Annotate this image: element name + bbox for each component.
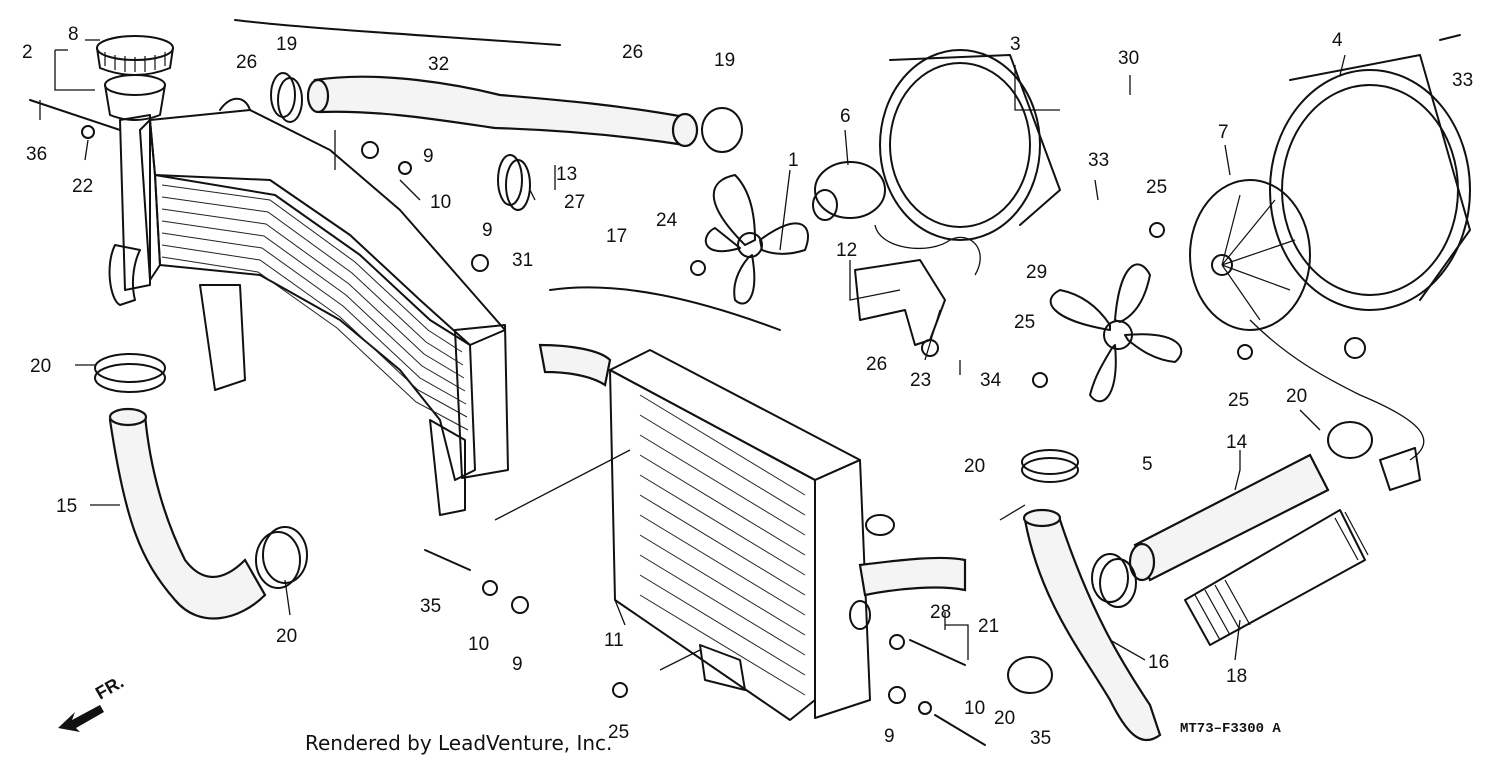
callout-12: 12	[836, 240, 857, 261]
callout-35: 35	[1030, 728, 1051, 749]
callout-7: 7	[1218, 122, 1229, 143]
callout-25: 25	[608, 722, 629, 743]
callout-16: 16	[1148, 652, 1169, 673]
callout-34: 34	[980, 370, 1002, 391]
callout-21: 21	[978, 616, 999, 637]
spring-coils	[1194, 511, 1369, 641]
direction-label: FR.	[92, 672, 127, 704]
fan-blade-1	[704, 174, 809, 305]
callout-35: 35	[420, 596, 441, 617]
callout-20: 20	[1286, 386, 1307, 407]
callout-33: 33	[1088, 150, 1109, 171]
callout-2: 2	[22, 42, 33, 63]
callout-10: 10	[964, 698, 985, 719]
callout-28: 28	[930, 602, 951, 623]
render-credit: Rendered by LeadVenture, Inc.	[305, 731, 612, 755]
callout-20: 20	[276, 626, 297, 647]
callout-31: 31	[512, 250, 533, 271]
callout-6: 6	[840, 106, 851, 127]
fan-bracket	[854, 259, 946, 346]
fan-shroud-4	[1269, 54, 1471, 311]
callout-20: 20	[964, 456, 985, 477]
right-radiator-fins	[639, 394, 806, 696]
callout-18: 18	[1226, 666, 1247, 687]
drawing-code: MT73–F3300 A	[1180, 721, 1281, 737]
callout-13: 13	[556, 164, 577, 185]
fan-wiring	[874, 224, 1425, 461]
callout-26: 26	[236, 52, 257, 73]
callout-23: 23	[910, 370, 931, 391]
callout-14: 14	[1226, 432, 1248, 453]
right-radiator	[609, 349, 895, 721]
callout-20: 20	[994, 708, 1015, 729]
callout-24: 24	[656, 210, 678, 231]
callout-15: 15	[56, 496, 77, 517]
small-hardware	[29, 34, 1461, 746]
callout-26: 26	[866, 354, 887, 375]
callout-19: 19	[276, 34, 297, 55]
callout-36: 36	[26, 144, 47, 165]
callout-9: 9	[884, 726, 895, 747]
arrow-icon	[58, 705, 104, 732]
callout-29: 29	[1026, 262, 1047, 283]
fan-motor-6	[812, 161, 886, 221]
callout-11: 11	[604, 630, 624, 651]
callout-19: 19	[714, 50, 735, 71]
callout-9: 9	[512, 654, 523, 675]
callout-10: 10	[430, 192, 451, 213]
callout-8: 8	[68, 24, 79, 45]
callout-17: 17	[606, 226, 627, 247]
left-radiator-fins	[161, 184, 469, 431]
callout-3: 3	[1010, 34, 1021, 55]
callout-32: 32	[428, 54, 449, 75]
callout-30: 30	[1118, 48, 1139, 69]
callout-27: 27	[564, 192, 585, 213]
front-direction-indicator: FR.	[58, 672, 127, 732]
callout-25: 25	[1146, 177, 1167, 198]
fan-blade-5	[1049, 263, 1183, 403]
callout-33: 33	[1452, 70, 1473, 91]
leader-lines	[39, 39, 1346, 671]
callout-9: 9	[423, 146, 434, 167]
left-radiator	[108, 97, 509, 516]
callout-5: 5	[1142, 454, 1153, 475]
callout-25: 25	[1014, 312, 1035, 333]
callout-1: 1	[788, 150, 799, 171]
fan-shroud-3	[879, 49, 1061, 241]
callout-labels: 2 8 26 32 26 19 36 22 9 10 13 27 19 3 30…	[22, 24, 1473, 749]
callout-4: 4	[1332, 30, 1343, 51]
fan-motor-7	[1189, 179, 1311, 331]
callout-20: 20	[30, 356, 51, 377]
hoses	[108, 19, 1369, 742]
hose-clamps	[94, 72, 1373, 694]
callout-9: 9	[482, 220, 493, 241]
callout-25: 25	[1228, 390, 1249, 411]
callout-22: 22	[72, 176, 93, 197]
radiator-cap	[96, 35, 174, 121]
callout-26: 26	[622, 42, 643, 63]
callout-10: 10	[468, 634, 489, 655]
